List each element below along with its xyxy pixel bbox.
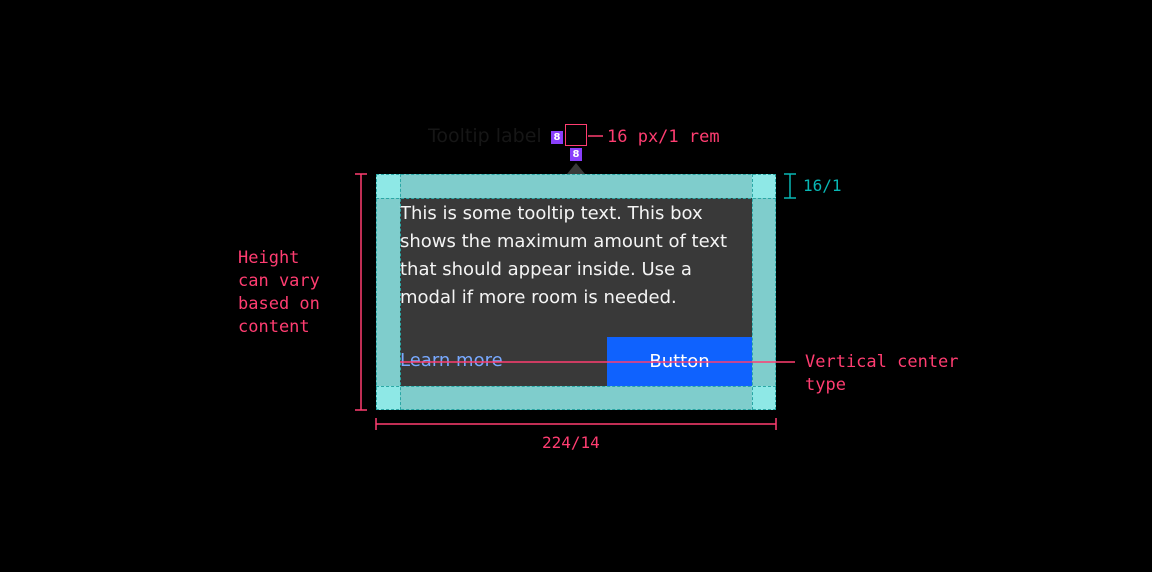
guide-left-outer [376, 174, 377, 410]
padding-corner-bottom-right [752, 386, 776, 410]
tooltip-label: Tooltip label [428, 125, 542, 147]
height-annotation-line: content [238, 317, 310, 337]
spacing-annotation: 16 px/1 rem [607, 127, 720, 147]
padding-annotation: 16/1 [803, 176, 842, 195]
guide-left-inner [400, 174, 401, 410]
height-annotation-line: Height [238, 248, 300, 268]
padding-corner-top-right [752, 174, 776, 198]
height-annotation: Height can vary based on content [238, 247, 320, 339]
spacing-badge-bottom: 8 [570, 148, 582, 161]
guide-bottom-outer [376, 409, 776, 410]
learn-more-link[interactable]: Learn more [400, 350, 503, 371]
width-bracket [375, 418, 777, 430]
vertical-center-annotation-line: Vertical center [805, 352, 959, 372]
height-bracket [355, 173, 367, 411]
guide-top-outer [376, 174, 776, 175]
vertical-center-annotation: Vertical center type [805, 351, 959, 397]
guide-right-inner [752, 174, 753, 410]
spacing-square [565, 124, 587, 146]
vertical-center-annotation-line: type [805, 375, 846, 395]
guide-top-inner [376, 198, 776, 199]
height-annotation-line: can vary [238, 271, 320, 291]
tooltip-body-text: This is some tooltip text. This box show… [400, 203, 728, 308]
width-annotation: 224/14 [542, 433, 600, 452]
tooltip-caret [567, 163, 585, 174]
height-annotation-line: based on [238, 294, 320, 314]
spacing-badge-left: 8 [551, 131, 563, 144]
guide-right-outer [775, 174, 776, 410]
padding-bracket [784, 173, 796, 199]
guide-bottom-inner [376, 386, 776, 387]
padding-corner-top-left [376, 174, 400, 198]
padding-corner-bottom-left [376, 386, 400, 410]
